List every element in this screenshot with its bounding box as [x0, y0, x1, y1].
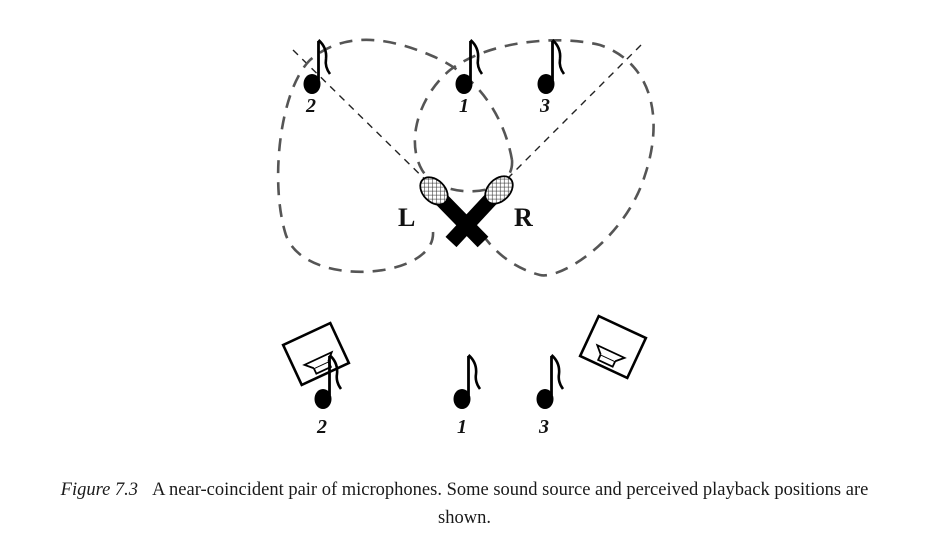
playback-note-3: [535, 353, 565, 411]
source-label-1: 1: [459, 95, 469, 117]
musical-note-icon: [535, 353, 565, 411]
right-mic-axis-line: [487, 44, 642, 199]
source-label-2: 2: [305, 95, 316, 117]
microphone-icon: [419, 176, 489, 248]
musical-note-icon: [536, 38, 566, 96]
microphone-icon: [445, 175, 514, 248]
playback-label-1: 1: [457, 416, 467, 438]
figure-caption: Figure 7.3 A near-coincident pair of micr…: [60, 476, 869, 532]
figure-number: Figure 7.3: [60, 480, 139, 500]
left-mic-label: L: [398, 203, 415, 232]
right-loudspeaker: [578, 314, 648, 380]
right-mic-label: R: [514, 203, 533, 232]
source-note-3: [536, 38, 566, 96]
source-note-1: [454, 38, 484, 96]
playback-label-3: 3: [538, 416, 549, 438]
loudspeaker-icon: [578, 314, 648, 380]
playback-note-1: [452, 353, 482, 411]
musical-note-icon: [454, 38, 484, 96]
caption-text: A near-coincident pair of microphones. S…: [152, 480, 869, 528]
left-loudspeaker: [281, 321, 351, 387]
musical-note-icon: [452, 353, 482, 411]
left-mic-axis-line: [292, 49, 447, 201]
loudspeaker-icon: [281, 321, 351, 387]
microphone-pair: [419, 175, 514, 248]
right-mic-pickup-pattern: [413, 39, 655, 277]
source-label-3: 3: [539, 95, 550, 117]
playback-label-2: 2: [316, 416, 327, 438]
